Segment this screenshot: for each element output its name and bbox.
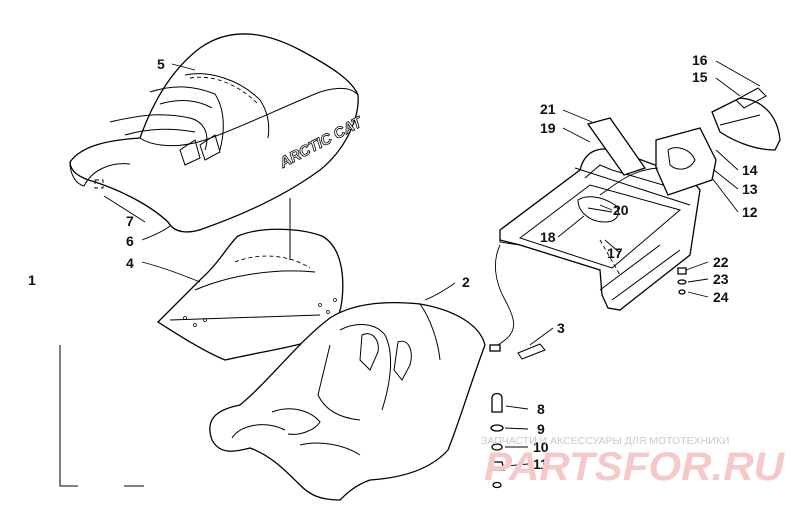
assembly-boundary-line <box>59 198 291 487</box>
washer-part-23 <box>677 279 687 285</box>
callout-6: 6 <box>126 233 134 249</box>
watermark: ЗАПЧАСТИ И АКСЕССУАРЫ ДЛЯ МОТОТЕХНИКИ PA… <box>481 435 785 489</box>
leader-lines <box>103 60 761 467</box>
hardware-stack <box>489 267 687 489</box>
seat-foam <box>156 228 344 361</box>
screw-part-22 <box>677 267 687 275</box>
bulb-part-8 <box>491 392 503 413</box>
staple-marker <box>94 179 104 189</box>
callout-17: 17 <box>607 245 623 261</box>
nut-part-24 <box>678 289 686 295</box>
seat-base <box>209 302 486 501</box>
callout-16: 16 <box>692 52 708 68</box>
callout-18: 18 <box>540 229 556 245</box>
callout-3: 3 <box>557 320 565 336</box>
nut-part-11 <box>489 461 505 471</box>
callout-19: 19 <box>540 120 556 136</box>
callout-23: 23 <box>713 271 729 287</box>
callout-14: 14 <box>742 162 758 178</box>
callout-8: 8 <box>537 401 545 417</box>
callout-22: 22 <box>713 254 729 270</box>
harness-plug <box>489 344 501 352</box>
callout-11: 11 <box>533 456 548 472</box>
callout-9: 9 <box>537 421 545 437</box>
callout-1: 1 <box>28 272 36 288</box>
callout-20: 20 <box>613 202 629 218</box>
connector-clip <box>517 343 546 360</box>
wiring-harness <box>489 167 659 360</box>
callout-24: 24 <box>713 289 729 305</box>
callout-21: 21 <box>540 101 556 117</box>
washer-part-9 <box>490 424 504 432</box>
watermark-logo: PARTSFOR.RU <box>484 445 785 489</box>
rivet-part <box>492 481 502 489</box>
callout-5: 5 <box>157 56 165 72</box>
callout-7: 7 <box>126 213 134 229</box>
rear-rack-frame <box>499 148 701 311</box>
callout-labels: 1 2 3 4 5 6 7 8 9 10 11 12 13 14 15 16 1… <box>28 52 758 472</box>
callout-4: 4 <box>126 255 134 271</box>
callout-12: 12 <box>742 204 758 220</box>
callout-13: 13 <box>742 181 758 197</box>
washer-part-10 <box>491 443 503 451</box>
callout-2: 2 <box>462 274 470 290</box>
callout-10: 10 <box>533 439 549 455</box>
callout-15: 15 <box>692 69 708 85</box>
mounting-strap <box>586 117 647 176</box>
tail-light-assembly <box>655 87 781 196</box>
watermark-caption: ЗАПЧАСТИ И АКСЕССУАРЫ ДЛЯ МОТОТЕХНИКИ <box>481 435 729 447</box>
